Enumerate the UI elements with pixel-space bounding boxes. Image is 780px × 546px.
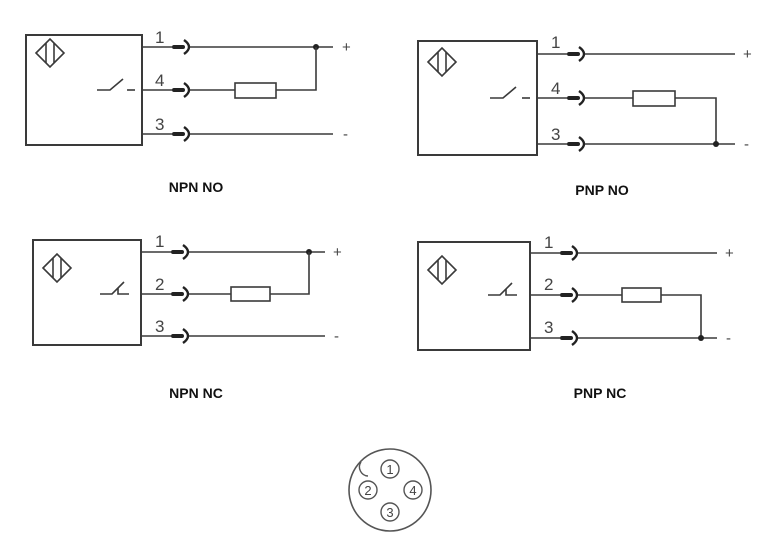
- sensor-body: [25, 34, 143, 146]
- connector-pin-1: 1: [380, 459, 400, 479]
- sensor-body: [417, 241, 531, 351]
- pin-label: 1: [544, 233, 553, 252]
- load-resistor: [230, 286, 271, 302]
- terminal-minus: -: [726, 330, 731, 347]
- pin-label: 2: [544, 275, 553, 294]
- pin-label: 3: [155, 317, 164, 336]
- connector-pin-4: 4: [403, 480, 423, 500]
- load-resistor: [234, 82, 277, 99]
- wire-pin-2: [530, 287, 702, 338]
- wire-pin-3: [530, 330, 717, 346]
- svg-text:1: 1: [386, 462, 393, 477]
- connector-key-notch: [358, 461, 369, 477]
- switch-nc-icon: [100, 281, 129, 295]
- pin-label: 3: [544, 318, 553, 337]
- pin-label: 3: [551, 125, 560, 144]
- pin-label: 4: [551, 79, 560, 98]
- pin-label: 4: [155, 71, 164, 90]
- pin-label: 3: [155, 115, 164, 134]
- pin-label: 1: [155, 28, 164, 47]
- wire-pin-1: [537, 46, 735, 62]
- switch-no-icon: [97, 78, 135, 91]
- proximity-sensor-icon: [426, 46, 458, 78]
- terminal-plus: +: [342, 39, 351, 56]
- junction-dot: [698, 335, 704, 341]
- connector-pin-3: 3: [380, 502, 400, 522]
- proximity-sensor-icon: [34, 37, 66, 69]
- sensor-body: [417, 40, 538, 156]
- diagram-caption: NPN NC: [169, 385, 223, 401]
- svg-text:3: 3: [386, 505, 393, 520]
- pin-label: 2: [155, 275, 164, 294]
- wire-pin-1: [141, 244, 325, 260]
- sensor-body: [32, 239, 142, 346]
- pin-label: 1: [155, 232, 164, 251]
- wire-pin-1: [530, 245, 717, 261]
- diagram-npn-nc: 1 + 2 3 - NPN NC: [32, 232, 342, 401]
- terminal-minus: -: [334, 328, 339, 345]
- diagram-pnp-nc: 1 + 2 3 - PNP NC: [417, 233, 734, 401]
- terminal-plus: +: [725, 245, 734, 262]
- wire-pin-3: [142, 126, 333, 142]
- svg-text:2: 2: [364, 483, 371, 498]
- diagram-caption: PNP NO: [575, 182, 629, 198]
- terminal-minus: -: [744, 136, 749, 153]
- wire-pin-3: [141, 328, 325, 344]
- diagram-pnp-no: 1 + 4 3 - PNP NO: [417, 33, 752, 198]
- load-resistor: [632, 90, 676, 107]
- proximity-sensor-icon: [41, 252, 73, 284]
- switch-no-icon: [490, 86, 530, 99]
- wire-pin-4: [537, 90, 717, 144]
- pin-label: 1: [551, 33, 560, 52]
- diagram-caption: PNP NC: [574, 385, 627, 401]
- terminal-plus: +: [333, 244, 342, 261]
- connector-face: [348, 448, 432, 532]
- connector-pinout: 1 2 3 4: [348, 448, 432, 532]
- proximity-sensor-icon: [426, 254, 458, 286]
- diagram-caption: NPN NO: [169, 179, 224, 195]
- wire-pin-2: [141, 252, 310, 302]
- wire-pin-1: [142, 39, 333, 55]
- wire-pin-4: [142, 47, 317, 99]
- junction-dot: [713, 141, 719, 147]
- connector-pin-2: 2: [358, 480, 378, 500]
- wire-pin-3: [537, 136, 735, 152]
- load-resistor: [621, 287, 662, 303]
- terminal-plus: +: [743, 46, 752, 63]
- diagram-npn-no: 1 + 4 3 - NPN NO: [25, 28, 351, 195]
- svg-text:4: 4: [409, 483, 416, 498]
- terminal-minus: -: [343, 126, 348, 143]
- switch-nc-icon: [488, 282, 517, 296]
